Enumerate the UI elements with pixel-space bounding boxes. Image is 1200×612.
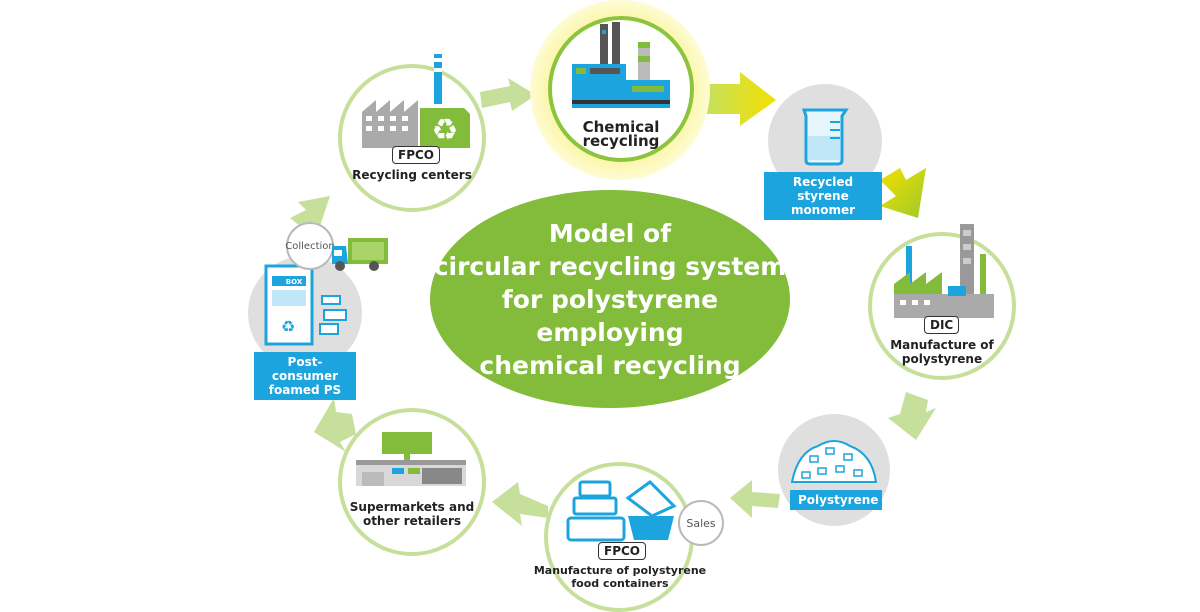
factory-icon [894, 224, 994, 318]
arrow-polystyrene-to-fpco [730, 480, 780, 518]
recycling-box-icon: ♻ [264, 264, 347, 346]
garbage-truck-icon [332, 238, 388, 271]
fpco-containers-tag: FPCO [598, 542, 646, 560]
recycled-monomer-tag: Recycled styrene monomer [764, 172, 882, 220]
svg-text:♻: ♻ [432, 113, 459, 148]
recycling-factory-icon: ♻ [362, 54, 470, 148]
arrow-chemical-to-monomer [696, 72, 776, 126]
model-title: Model of circular recycling system for p… [430, 190, 790, 408]
supermarket-icon [356, 432, 466, 486]
title-line: for polystyrene employing [501, 284, 719, 347]
retailers-label: Supermarkets and other retailers [349, 500, 475, 528]
chemical-recycling-label: Chemical recycling [582, 118, 660, 150]
food-containers-icon [566, 480, 677, 542]
recycling-centers-label: Recycling centers [352, 168, 472, 182]
box-text: BOX [285, 278, 303, 286]
arrow-fpco-to-retailers [492, 482, 548, 526]
arrow-retailers-to-postconsumer [314, 398, 356, 452]
dic-tag: DIC [924, 316, 960, 334]
fpco-containers-label: Manufacture of polystyrene food containe… [533, 564, 707, 590]
collection-bubble: Collection [285, 222, 335, 270]
arrow-dic-to-polystyrene [888, 392, 936, 440]
title-line: circular recycling system [433, 251, 787, 281]
polystyrene-tag: Polystyrene [790, 490, 882, 510]
sales-bubble: Sales [678, 500, 724, 546]
arrow-centers-to-chemical [480, 78, 536, 111]
chemical-plant-icon [572, 22, 670, 108]
title-line: Model of [548, 218, 672, 248]
beaker-icon [801, 108, 849, 166]
svg-text:♻: ♻ [281, 317, 295, 336]
dic-label: Manufacture of polystyrene [890, 338, 994, 366]
title-line: chemical recycling [479, 350, 741, 380]
post-consumer-tag: Post-consumer foamed PS [254, 352, 356, 400]
recycling-centers-tag: FPCO [392, 146, 440, 164]
pellets-icon [790, 440, 878, 483]
arrow-monomer-to-dic [880, 168, 926, 218]
